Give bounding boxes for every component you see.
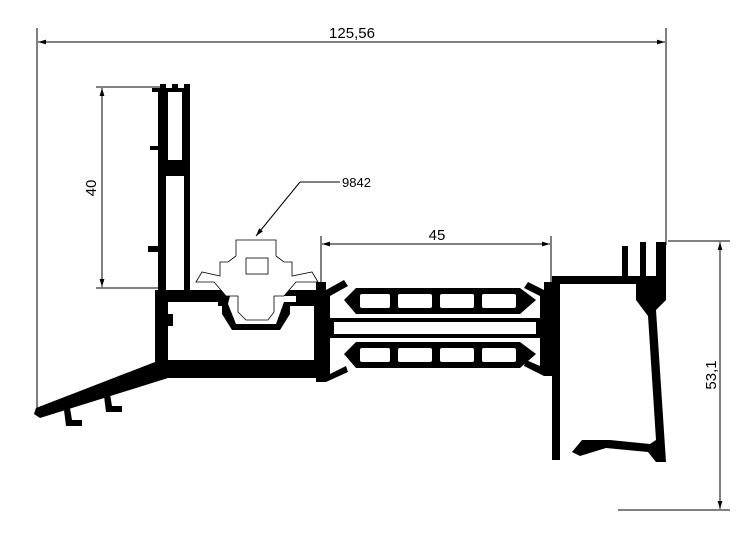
gasket-body — [195, 239, 319, 321]
glazing-cell — [482, 348, 516, 362]
glazing-cell — [360, 294, 390, 308]
right-frame-profile — [552, 242, 666, 462]
right-frame-top-cavity-2 — [650, 252, 656, 272]
glazing-cell — [398, 348, 432, 362]
callout-part-number: 9842 — [342, 175, 371, 190]
glazing-unit — [316, 280, 552, 382]
callout-leader-arrow — [255, 181, 301, 237]
flange-hook-1 — [64, 408, 82, 426]
right-height-value: 53,1 — [703, 360, 720, 389]
gasket-core — [245, 257, 269, 275]
glazing-width-value: 45 — [429, 227, 446, 244]
mullion-lug — [148, 246, 158, 252]
upper-height-dimension: 40 — [83, 86, 165, 289]
flange-hook-2 — [104, 394, 122, 412]
glazing-cell — [482, 294, 516, 308]
upper-height-value: 40 — [83, 180, 100, 197]
glazing-width-dimension: 45 — [320, 227, 552, 282]
right-height-dimension: 53,1 — [618, 240, 730, 511]
glazing-cell — [440, 294, 474, 308]
overall-width-dimension: 125,56 — [36, 25, 667, 410]
right-frame-body — [552, 242, 666, 462]
glazing-cell — [398, 294, 432, 308]
gasket-callout: 9842 — [255, 175, 371, 237]
mullion-slot — [168, 92, 182, 160]
glazing-cells-lower — [360, 348, 516, 362]
glazing-separator-inner — [334, 322, 536, 334]
glazing-stop-right — [524, 282, 552, 376]
glazing-cell — [440, 348, 474, 362]
mullion-cavity — [168, 178, 182, 286]
right-frame-top-cavity — [632, 252, 636, 272]
left-frame-profile — [34, 84, 320, 426]
clip-lug — [163, 314, 173, 326]
glazing-stop-left — [316, 280, 348, 382]
glazing-cell — [360, 348, 390, 362]
glazing-cells-upper — [360, 294, 516, 308]
sloped-flange — [34, 362, 168, 418]
overall-width-value: 125,56 — [329, 25, 375, 42]
gasket-9842 — [195, 239, 319, 321]
